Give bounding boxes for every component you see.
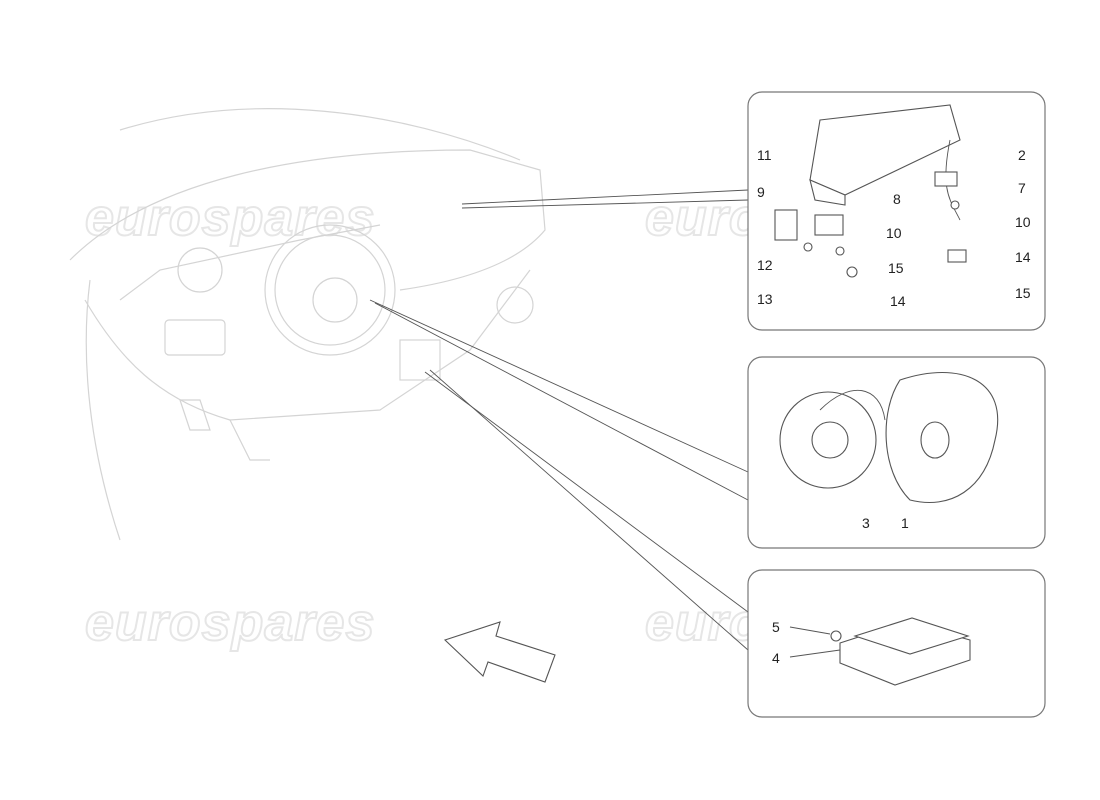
part-label: 10 <box>1015 214 1031 230</box>
part-label: 2 <box>1018 147 1026 163</box>
part-label: 14 <box>1015 249 1031 265</box>
part-label: 3 <box>862 515 870 531</box>
part-label: 15 <box>1015 285 1031 301</box>
part-label: 12 <box>757 257 773 273</box>
part-label: 10 <box>886 225 902 241</box>
part-label: 14 <box>890 293 906 309</box>
dashboard-illustration <box>69 108 546 541</box>
part-label: 5 <box>772 619 780 635</box>
watermark: eurospares <box>85 594 375 652</box>
part-label: 1 <box>901 515 909 531</box>
passenger-airbag-panel: 11 2 9 7 8 10 10 12 15 14 13 14 15 <box>747 91 1046 331</box>
part-label: 11 <box>757 147 772 163</box>
view-direction-arrow-icon <box>443 621 556 683</box>
part-label: 13 <box>757 291 773 307</box>
driver-airbag-panel: 3 1 <box>747 356 1046 549</box>
part-label: 7 <box>1018 180 1026 196</box>
control-unit-panel: 5 4 <box>747 569 1046 718</box>
part-label: 15 <box>888 260 904 276</box>
watermark: eurospares <box>85 189 375 247</box>
part-label: 4 <box>772 650 780 666</box>
part-label: 9 <box>757 184 765 200</box>
part-label: 8 <box>893 191 901 207</box>
